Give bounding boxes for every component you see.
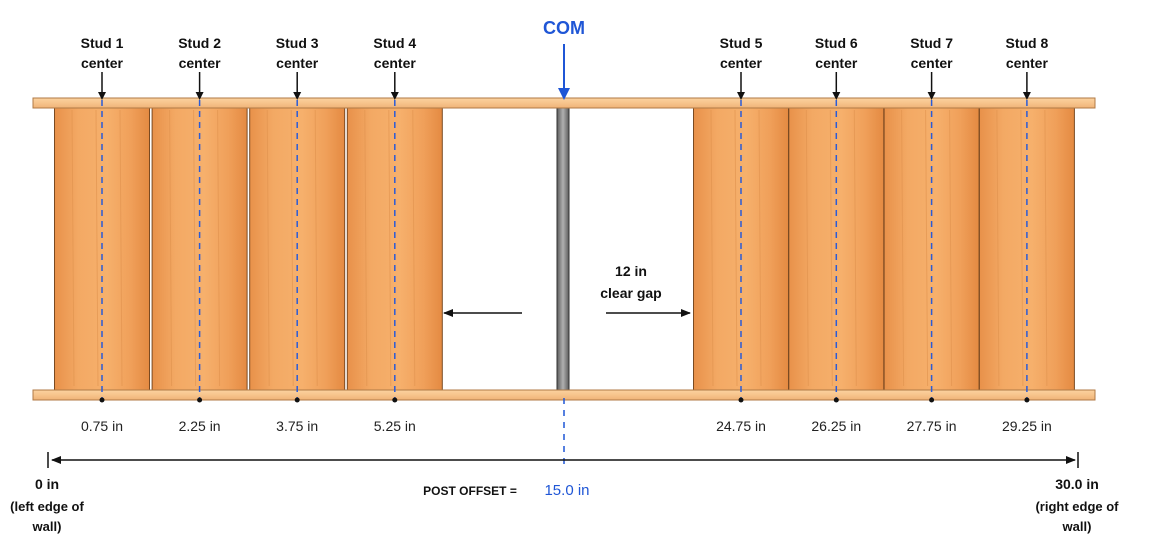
stud-1-grain [95,109,99,387]
stud-5-pointer-head [737,92,745,100]
stud-5-dimension: 24.75 in [716,418,766,434]
stud-2-grain [193,109,197,387]
stud-5-grain [734,109,738,387]
stud-4-sublabel: center [374,55,417,71]
com-arrowhead [558,88,570,100]
post-offset-value: 15.0 in [544,482,589,499]
left-end-value: 0 in [35,476,59,492]
stud-2-center-dot [197,397,203,403]
studs [54,105,1075,392]
stud-3-dimension: 3.75 in [276,418,318,434]
stud-8-grain [1044,109,1048,387]
stud-6-center-dot [833,397,839,403]
stud-5-sublabel: center [720,55,763,71]
left-end-desc-2: wall) [32,519,62,534]
stud-4-label: Stud 4 [373,35,416,51]
stud-2-dimension: 2.25 in [179,418,221,434]
stud-7-sublabel: center [911,55,954,71]
stud-3-center-dot [294,397,300,403]
stud-3-label: Stud 3 [276,35,319,51]
stud-6-grain [829,109,833,387]
stud-3-pointer-head [293,92,302,100]
stud-8-pointer-head [1022,92,1031,100]
stud-8-center-dot [1024,397,1030,403]
stud-7-grain [925,109,929,387]
stud-7-pointer-head [927,92,936,100]
stud-8-grain [996,109,1000,387]
stud-7-dimension: 27.75 in [907,418,957,434]
stud-8-grain [1020,109,1024,387]
stud-8-dimension: 29.25 in [1002,418,1052,434]
com-label: COM [543,18,585,38]
stud-2-grain [169,109,173,387]
stud-3-grain [290,109,294,387]
stud-7-center-dot [929,397,935,403]
stud-1-label: Stud 1 [81,35,124,51]
center-post [556,105,570,392]
right-end-desc-2: wall) [1062,519,1092,534]
stud-5-grain [758,109,762,387]
stud-4-dimension: 5.25 in [374,418,416,434]
gap-label-line2: clear gap [600,285,661,301]
stud-1-dimension: 0.75 in [81,418,123,434]
stud-3-grain [314,109,318,387]
stud-4-pointer-head [390,92,399,100]
stud-4-grain [412,109,416,387]
stud-5-grain [710,109,714,387]
stud-1-grain [71,109,75,387]
stud-4-center-dot [392,397,398,403]
stud-6-pointer-head [832,92,841,100]
stud-6-label: Stud 6 [815,35,858,51]
right-end-value: 30.0 in [1055,476,1099,492]
stud-7-grain [901,109,905,387]
stud-4-grain [388,109,392,387]
stud-2-grain [217,109,221,387]
gap-label-line1: 12 in [615,263,647,279]
stud-1-center-dot [99,397,105,403]
stud-annotations: Stud 1 center 0.75 in Stud 2 center 2.25 in St… [81,35,1052,434]
stud-1-pointer-head [98,92,106,100]
stud-8-label: Stud 8 [1006,35,1049,51]
stud-5-center-dot [738,397,744,403]
stud-3-sublabel: center [276,55,319,71]
stud-5-label: Stud 5 [720,35,763,51]
stud-8-sublabel: center [1006,55,1049,71]
stud-1-sublabel: center [81,55,124,71]
stud-7-label: Stud 7 [910,35,953,51]
stud-1-grain [119,109,123,387]
stud-6-grain [805,109,809,387]
stud-6-sublabel: center [815,55,858,71]
stud-4-grain [364,109,368,387]
stud-2-sublabel: center [179,55,222,71]
stud-6-grain [853,109,857,387]
stud-2-pointer-head [195,92,204,100]
left-end-desc-1: (left edge of [10,499,84,514]
right-end-desc-1: (right edge of [1035,499,1119,514]
post-offset-label: POST OFFSET = [423,484,517,498]
stud-3-grain [266,109,270,387]
stud-7-grain [949,109,953,387]
stud-6-dimension: 26.25 in [811,418,861,434]
stud-2-label: Stud 2 [178,35,221,51]
